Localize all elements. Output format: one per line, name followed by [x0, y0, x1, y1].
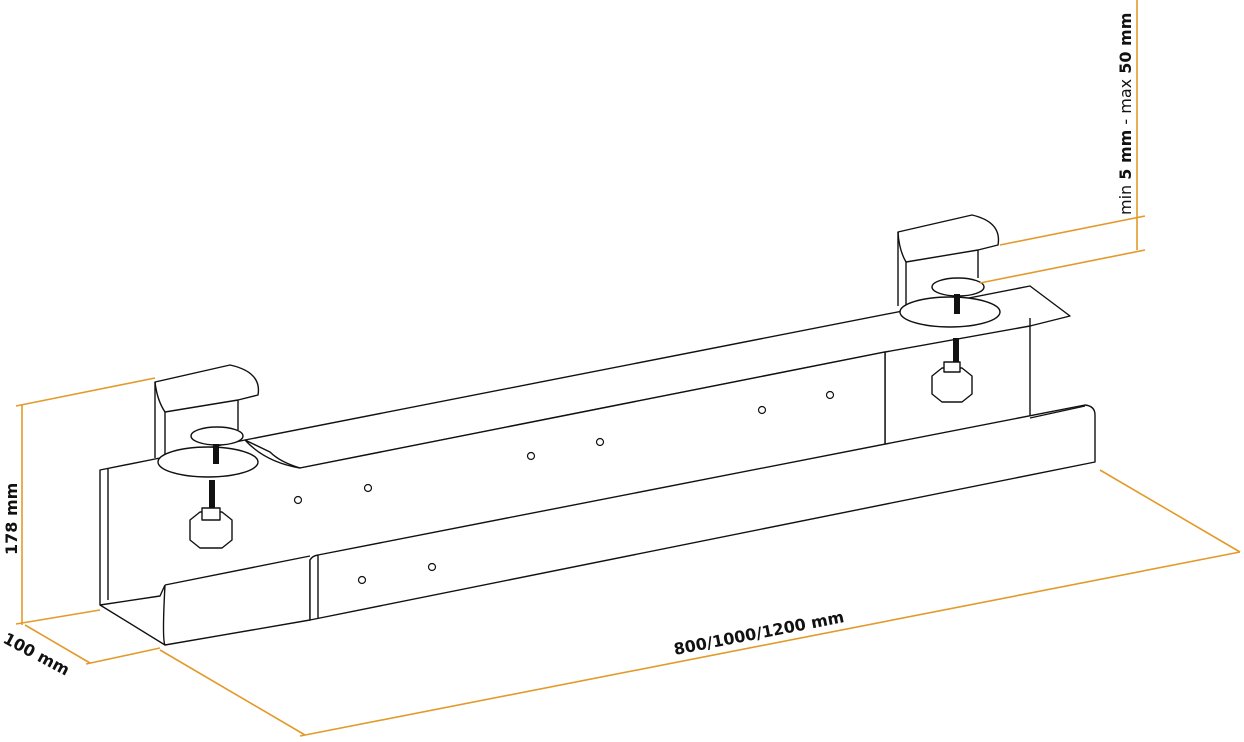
inner-channel	[309, 404, 1096, 621]
min-value: 5 mm	[1116, 130, 1135, 180]
max-value: 50 mm	[1116, 13, 1135, 74]
clamp-range-label: min 5 mm - max 50 mm	[1116, 13, 1135, 215]
right-clamp	[897, 214, 1001, 403]
length-label: 800/1000/1200 mm	[672, 607, 846, 659]
depth-label: 100 mm	[0, 629, 73, 680]
left-clamp	[154, 364, 260, 549]
min-prefix: min	[1116, 180, 1135, 215]
mounting-holes	[293, 390, 835, 585]
dimension-lines	[15, 0, 1241, 737]
separator: - max	[1116, 74, 1135, 130]
height-label: 178 mm	[2, 483, 21, 555]
